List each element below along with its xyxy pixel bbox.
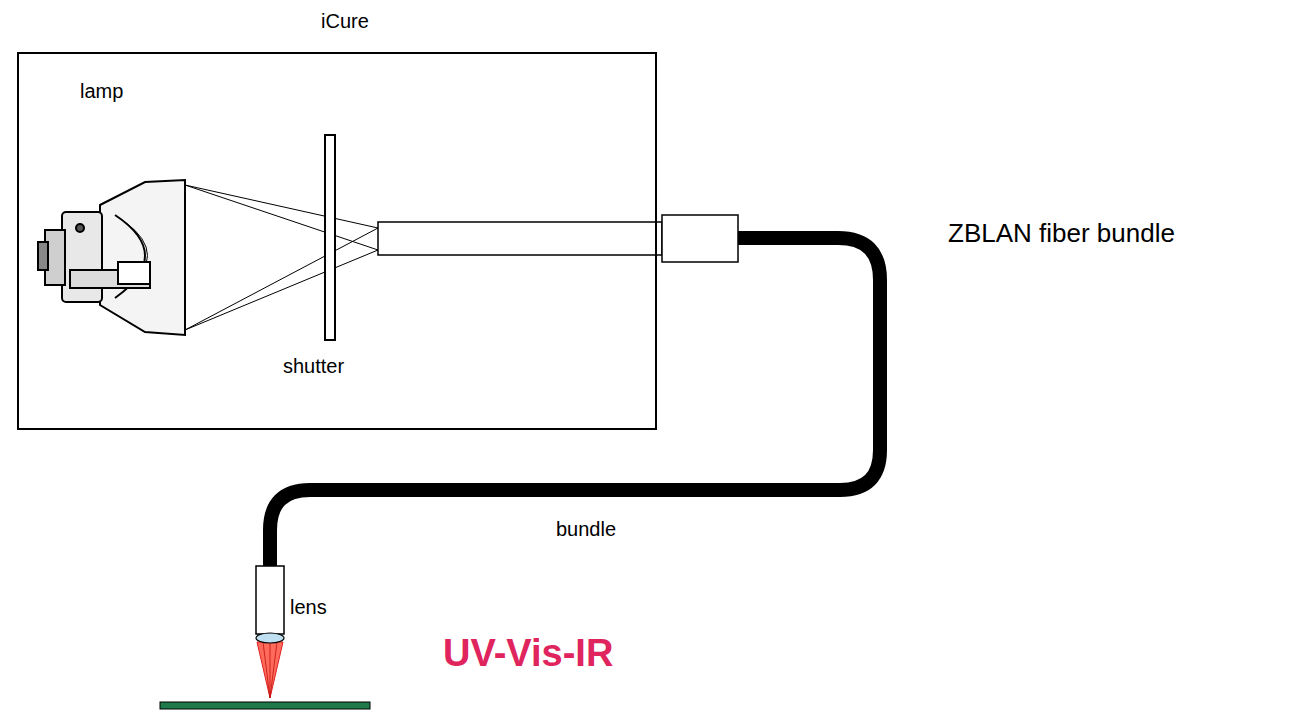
light-guide-rod [378, 222, 662, 255]
light-cone [257, 642, 283, 698]
part-label: lens [290, 596, 327, 619]
shutter-plate [325, 135, 335, 340]
lens-element [256, 633, 284, 643]
light-rays [185, 185, 378, 330]
part-label: ZBLAN fiber bundle [948, 218, 1175, 249]
part-label: shutter [283, 355, 344, 378]
light-cone-rays [263, 642, 277, 698]
part-label: lamp [80, 80, 123, 103]
bundle-connector [662, 215, 738, 262]
substrate [160, 702, 370, 709]
lamp-illustration [38, 180, 185, 335]
fiber-bundle [270, 238, 880, 566]
lens-holder [256, 566, 284, 634]
part-label: bundle [556, 518, 616, 541]
housing-title: iCure [321, 10, 369, 33]
spectrum-label: UV-Vis-IR [443, 632, 613, 675]
